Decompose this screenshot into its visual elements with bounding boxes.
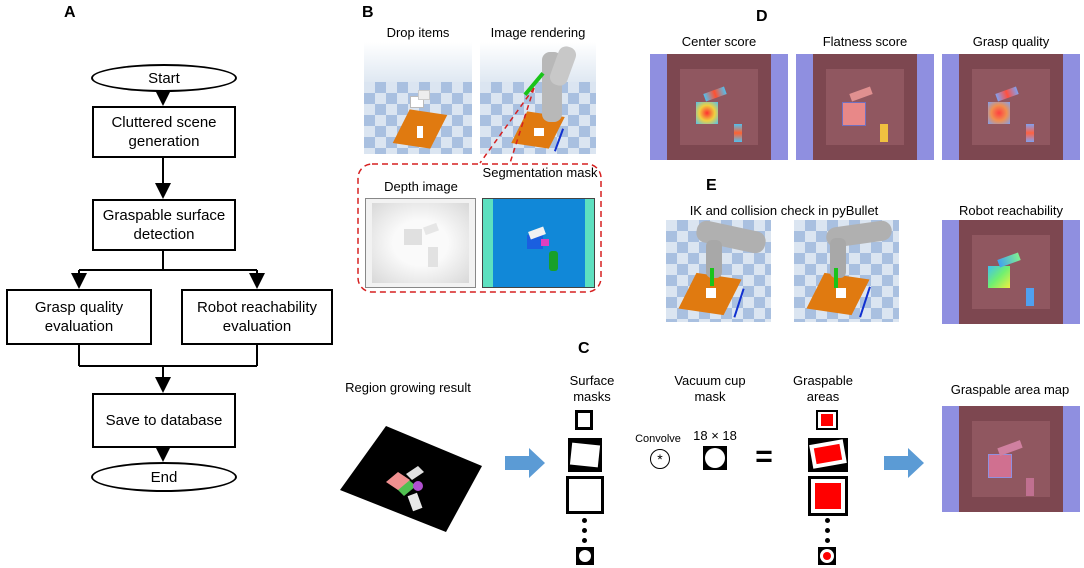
convolve-operator: * (650, 449, 670, 469)
flow-end: End (91, 462, 237, 492)
surface-mask-3 (566, 476, 604, 514)
flow-cluttered-scene: Cluttered scene generation (92, 106, 236, 158)
panel-b-callout (357, 87, 602, 293)
image-rendering-scene (480, 42, 596, 154)
depth-image-label: Depth image (384, 179, 458, 194)
drop-items-label: Drop items (386, 25, 450, 40)
region-growing-label: Region growing result (345, 380, 471, 395)
surface-masks-label: Surface masks (569, 373, 615, 404)
graspable-areas-label: Graspable areas (793, 373, 853, 404)
flow-robot-reachability: Robot reachability evaluation (181, 289, 333, 345)
graspable-area-1 (816, 410, 838, 430)
vacuum-cup-mask-label: Vacuum cup mask (674, 373, 746, 404)
flowchart-connectors (71, 90, 265, 462)
ik-check-scene-2 (794, 220, 899, 322)
graspable-area-map-label: Graspable area map (950, 382, 1070, 397)
equals-sign: = (755, 440, 773, 473)
segmentation-mask-image (482, 198, 595, 288)
panel-a-label: A (64, 4, 76, 21)
surface-mask-1 (575, 410, 593, 430)
center-score-label: Center score (681, 34, 757, 49)
arrow-to-area-map (884, 448, 924, 478)
grasp-quality-map (942, 54, 1080, 160)
ik-collision-label: IK and collision check in pyBullet (689, 203, 879, 218)
graspable-area-map (942, 406, 1080, 512)
flow-save-database: Save to database (92, 393, 236, 448)
arrow-to-surface-masks (505, 448, 545, 478)
kernel-size-label: 18 × 18 (693, 428, 737, 443)
graspable-area-4 (818, 547, 836, 565)
grasp-quality-label: Grasp quality (972, 34, 1050, 49)
center-score-map (650, 54, 788, 160)
ellipsis-dots-2 (825, 518, 831, 544)
vacuum-cup-kernel (703, 446, 727, 470)
image-rendering-label: Image rendering (490, 25, 586, 40)
surface-mask-4 (576, 547, 594, 565)
ellipsis-dots-1 (582, 518, 588, 544)
drop-items-scene (364, 42, 472, 154)
panel-e-label: E (706, 177, 717, 194)
panel-d-label: D (756, 8, 768, 25)
panel-b-label: B (362, 4, 374, 21)
robot-reachability-map (942, 220, 1080, 324)
graspable-area-2 (808, 438, 848, 472)
flow-grasp-quality: Grasp quality evaluation (6, 289, 152, 345)
flatness-score-map (796, 54, 934, 160)
surface-mask-2 (568, 438, 602, 472)
flow-start: Start (91, 64, 237, 92)
region-growing-image (336, 400, 486, 535)
flatness-score-label: Flatness score (822, 34, 908, 49)
ik-check-scene-1 (666, 220, 771, 322)
flow-surface-detection: Graspable surface detection (92, 199, 236, 251)
segmentation-mask-label: Segmentation mask (482, 165, 598, 180)
panel-c-label: C (578, 340, 590, 357)
convolve-label: Convolve (635, 433, 681, 445)
robot-reachability-label: Robot reachability (958, 203, 1064, 218)
graspable-area-3 (808, 476, 848, 516)
depth-image (365, 198, 476, 288)
